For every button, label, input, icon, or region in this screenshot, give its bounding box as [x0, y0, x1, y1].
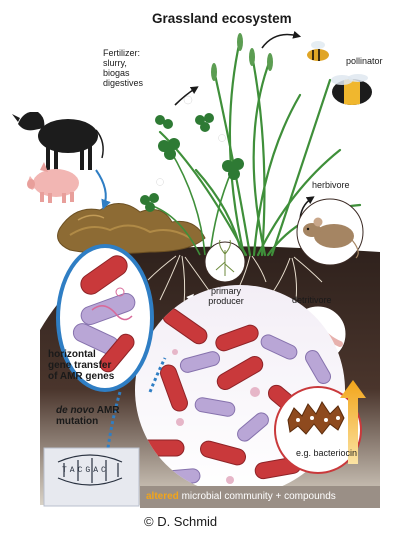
grass-seedheads	[211, 33, 273, 81]
fertilizer-flow-arrow	[96, 170, 106, 206]
label-community-banner: altered microbial community + compounds	[146, 492, 336, 502]
arrow-to-pollinator	[262, 35, 298, 49]
label-bacteriocin: e.g. bacteriocin	[296, 448, 357, 458]
label-fertilizer: Fertilizer: slurry, biogas digestives	[103, 48, 143, 88]
credit-text: © D. Schmid	[144, 514, 217, 529]
label-dna-letters: TACGAC	[62, 466, 109, 476]
label-community-text: microbial community + compounds	[179, 491, 336, 502]
label-pollinator: pollinator	[346, 56, 383, 66]
label-primary-producer: primary producer	[203, 286, 249, 306]
label-altered: altered	[146, 491, 179, 502]
bumblebee-illustration	[331, 74, 372, 105]
label-de-novo-mutation: de novo AMR mutation	[56, 405, 120, 427]
pig-illustration	[27, 162, 79, 203]
label-detritivore: detritivore	[292, 295, 332, 305]
bee-illustration	[307, 41, 329, 61]
label-herbivore: herbivore	[312, 180, 350, 190]
cow-illustration	[12, 112, 103, 170]
label-horizontal-gene-transfer: horizontal gene transfer of AMR genes	[48, 349, 114, 382]
label-de-novo-italic: de novo	[56, 405, 94, 416]
diagram-title: Grassland ecosystem	[152, 11, 292, 27]
